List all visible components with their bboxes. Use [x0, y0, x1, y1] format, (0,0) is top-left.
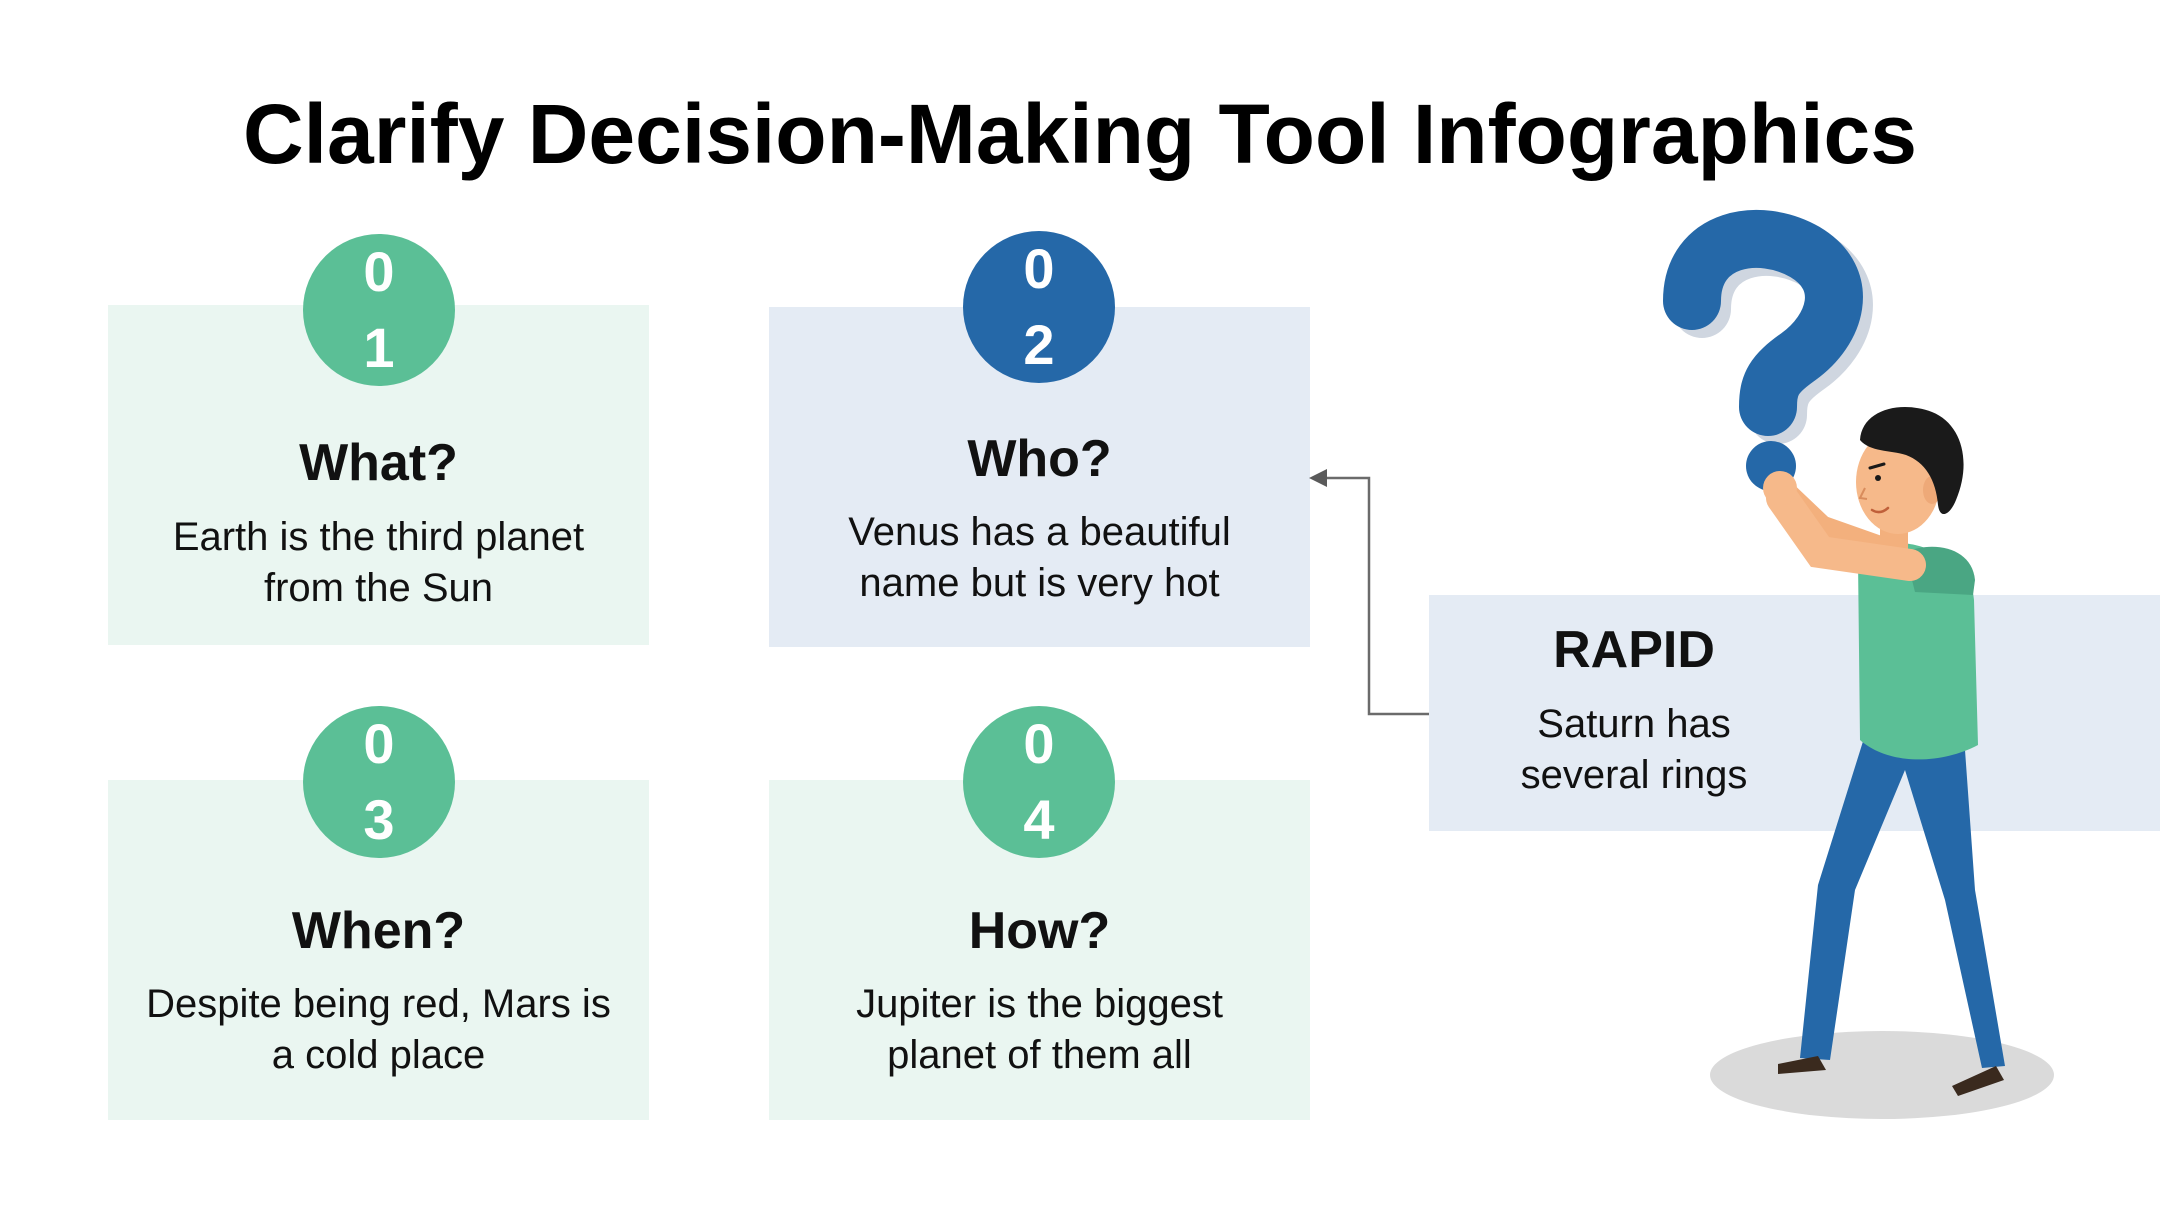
card-heading: What?	[299, 434, 458, 492]
number-badge-03: 0 3	[303, 706, 455, 858]
card-text: Earth is the third planet from the Sun	[108, 512, 649, 614]
badge-digit: 0	[1023, 712, 1055, 775]
badge-digit: 0	[1023, 237, 1055, 300]
shirt	[1858, 543, 1978, 760]
card-text-line: from the Sun	[263, 566, 493, 610]
rapid-heading: RAPID	[1553, 621, 1715, 679]
badge-digit: 0	[363, 240, 395, 303]
card-text-line: Earth is the third planet	[172, 515, 585, 559]
page-title: Clarify Decision-Making Tool Infographic…	[243, 87, 1917, 181]
card-heading: Who?	[967, 430, 1112, 488]
badge-digit: 3	[363, 788, 395, 851]
card-text-line: Jupiter is the biggest	[856, 982, 1223, 1026]
eyebrow	[1868, 462, 1886, 470]
hand	[1763, 471, 1797, 505]
number-badge-04: 0 4	[963, 706, 1115, 858]
card-text: Despite being red, Mars is a cold place	[108, 979, 649, 1081]
number-badge-02: 0 2	[963, 231, 1115, 383]
rapid-text-line: several rings	[1520, 753, 1748, 797]
card-text-line: a cold place	[271, 1033, 486, 1077]
question-mark-icon	[1663, 210, 1863, 436]
rapid-text-line: Saturn has	[1537, 702, 1731, 746]
badge-digit: 0	[363, 712, 395, 775]
card-text-line: planet of them all	[887, 1033, 1192, 1077]
rapid-text: Saturn has several rings	[1429, 699, 1839, 801]
card-text-line: Despite being red, Mars is	[146, 982, 611, 1026]
badge-digit: 1	[363, 316, 395, 379]
card-text: Jupiter is the biggest planet of them al…	[769, 979, 1310, 1081]
pants	[1800, 735, 2005, 1068]
number-badge-01: 0 1	[303, 234, 455, 386]
floor-shadow	[1710, 1031, 2054, 1119]
nose	[1858, 487, 1868, 500]
card-text-line: name but is very hot	[859, 561, 1220, 605]
card-heading: How?	[968, 902, 1111, 960]
right-shoe	[1952, 1066, 2004, 1096]
left-shoe	[1778, 1056, 1826, 1074]
badge-digit: 4	[1023, 788, 1055, 851]
front-arm	[1766, 482, 1926, 581]
mouth	[1870, 506, 1890, 514]
badge-digit: 2	[1023, 313, 1055, 376]
eye	[1875, 475, 1881, 481]
hair	[1860, 407, 1964, 515]
card-text: Venus has a beautiful name but is very h…	[769, 507, 1310, 609]
card-text-line: Venus has a beautiful	[848, 510, 1231, 554]
rapid-box	[1429, 595, 2160, 831]
card-how: How? Jupiter is the biggest planet of th…	[769, 780, 1310, 1120]
card-heading: When?	[291, 902, 466, 960]
